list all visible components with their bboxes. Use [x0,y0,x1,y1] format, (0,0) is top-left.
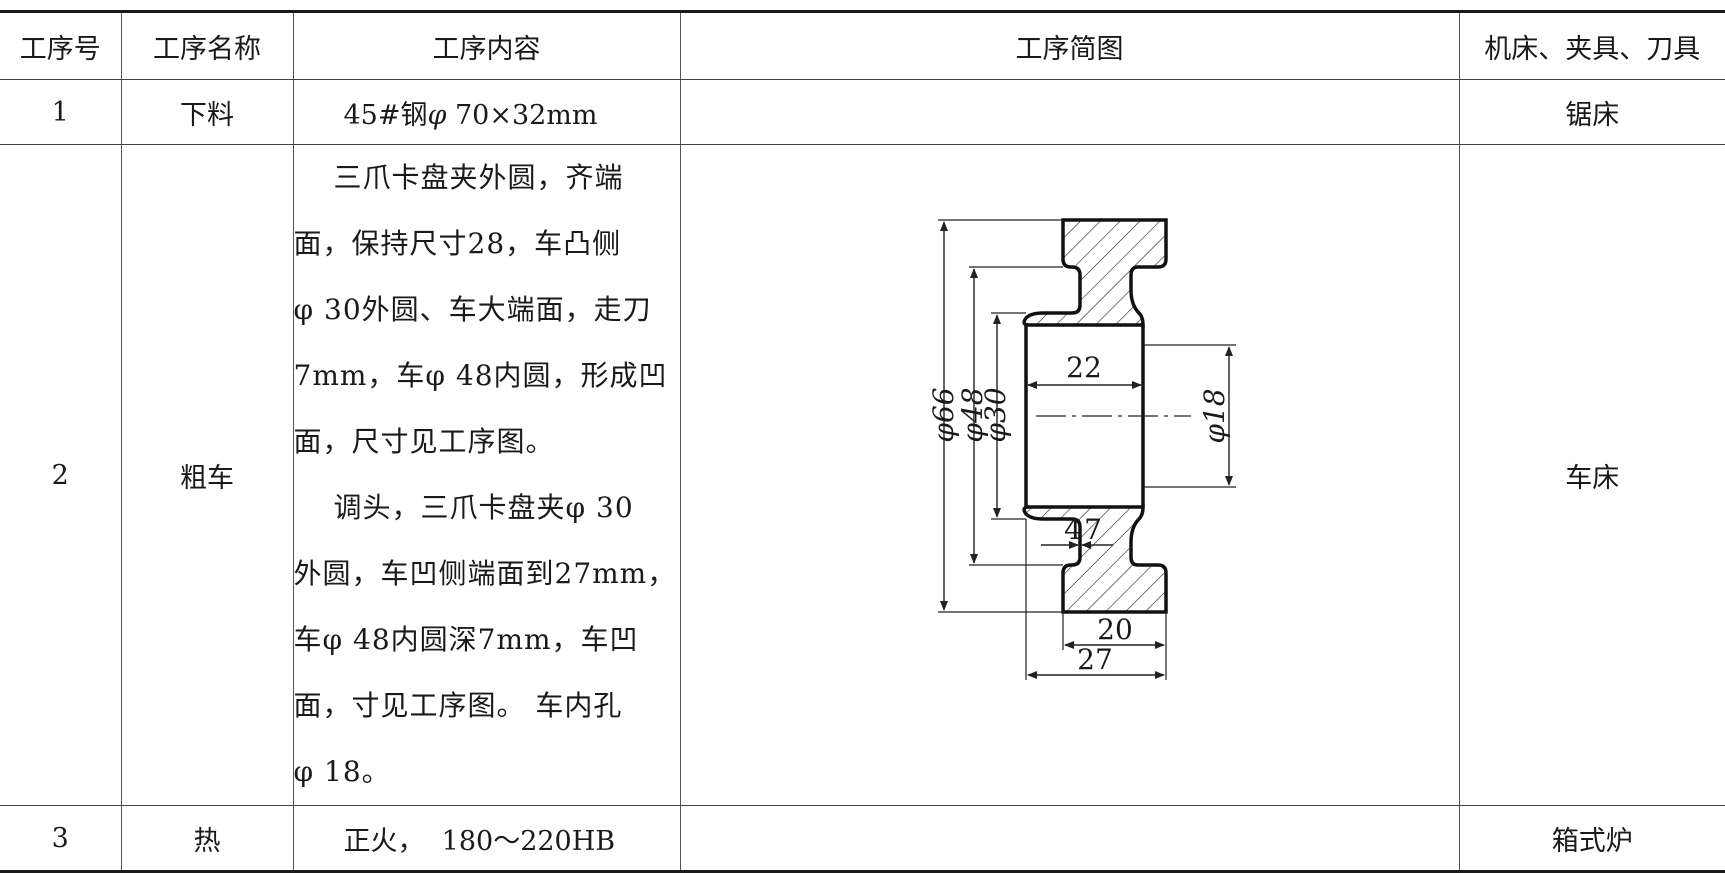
row2-p1-line: 面，保持尺寸28，车凸侧 [293,227,622,260]
row2-machine: 车床 [1458,144,1725,806]
table-row: 2 粗车 三爪卡盘夹外圆，齐端 面，保持尺寸28，车凸侧 φ 30外圆、车大端面… [0,144,1725,806]
row2-p2-line: 调头，三爪卡盘夹φ 30 [294,475,680,541]
row2-p1-line-1: 三爪卡盘夹外圆，齐端 [333,161,624,194]
section-upper [1021,218,1168,327]
dim-text-66: φ66 [927,387,960,442]
row2-paragraph-2: 调头，三爪卡盘夹φ 30 外圆，车凹侧端面到27mm， 车φ 48内圆深7mm，… [294,475,680,805]
dim-text-27: 27 [1077,643,1113,676]
dim-text-4: 4 [1064,513,1082,546]
process-sketch-drawing: φ66 φ48 φ30 φ18 22 7 4 20 27 [927,218,1236,680]
header-step-no: 工序号 [0,10,122,80]
row2-p1-line: φ 30外圆、车大端面，走刀 [293,293,652,326]
table-row: 1 下料 45#钢φ 70×32mm 锯床 [0,79,1725,145]
row1-content-prefix: 45#钢 [343,99,428,131]
row2-sketch: φ66 φ48 φ30 φ18 22 7 4 20 27 [679,144,1460,806]
row2-paragraph-1: 三爪卡盘夹外圆，齐端 面，保持尺寸28，车凸侧 φ 30外圆、车大端面，走刀 7… [294,145,680,475]
row1-content: 45#钢φ 70×32mm [292,79,681,145]
row2-p2-line: 车φ 48内圆深7mm，车凹 [293,623,639,656]
section-lower [1021,505,1168,614]
header-row: 工序号 工序名称 工序内容 工序简图 机床、夹具、刀具 [0,10,1725,80]
row2-content: 三爪卡盘夹外圆，齐端 面，保持尺寸28，车凸侧 φ 30外圆、车大端面，走刀 7… [292,144,681,806]
row1-name: 下料 [120,79,294,145]
row1-sketch [679,79,1460,145]
dim-text-22: 22 [1066,351,1102,384]
row3-sketch [679,805,1460,873]
process-table: 工序号 工序名称 工序内容 工序简图 机床、夹具、刀具 1 下料 45#钢φ 7… [0,10,1725,873]
dim-text-48: φ48 [956,387,989,442]
row3-no: 3 [0,805,122,873]
row1-machine: 锯床 [1458,79,1725,145]
row2-p1-line: 7mm，车φ 48内圆，形成凹 [293,359,668,392]
header-step-name: 工序名称 [120,10,294,80]
table-row: 3 热 正火， 180～220HB 箱式炉 [0,805,1725,873]
dim-text-18: φ18 [1198,388,1231,443]
dim-text-7: 7 [1084,513,1102,546]
row3-content: 正火， 180～220HB [292,805,681,873]
header-machine-tools: 机床、夹具、刀具 [1458,10,1725,80]
row2-p1-line: 三爪卡盘夹外圆，齐端 [294,145,680,211]
row3-machine: 箱式炉 [1458,805,1725,873]
header-step-sketch: 工序简图 [679,10,1460,80]
row2-no: 2 [0,144,122,806]
row3-name: 热 [120,805,294,873]
row1-content-line: 45#钢φ 70×32mm [294,93,680,132]
row2-p2-line: φ 18。 [293,755,391,788]
header-step-content: 工序内容 [292,10,681,80]
row1-no: 1 [0,79,122,145]
dimension-texts: φ66 φ48 φ30 φ18 22 7 4 20 27 [927,351,1231,676]
row2-p2-line: 外圆，车凹侧端面到27mm， [293,557,677,590]
dim-text-30: φ30 [979,387,1012,442]
row1-content-rest: 70×32mm [446,99,598,131]
row3-content-line: 正火， 180～220HB [343,825,616,857]
row2-name: 粗车 [120,144,294,806]
row1-content-phi: φ [427,99,447,131]
row2-p2-line: 面，寸见工序图。 车内孔 [293,689,623,722]
extension-lines [937,219,1236,680]
dimension-lines [939,221,1233,679]
row2-p2-line-1: 调头，三爪卡盘夹φ 30 [333,491,634,524]
dim-text-20: 20 [1097,613,1133,646]
row2-p1-line: 面，尺寸见工序图。 [293,425,555,458]
